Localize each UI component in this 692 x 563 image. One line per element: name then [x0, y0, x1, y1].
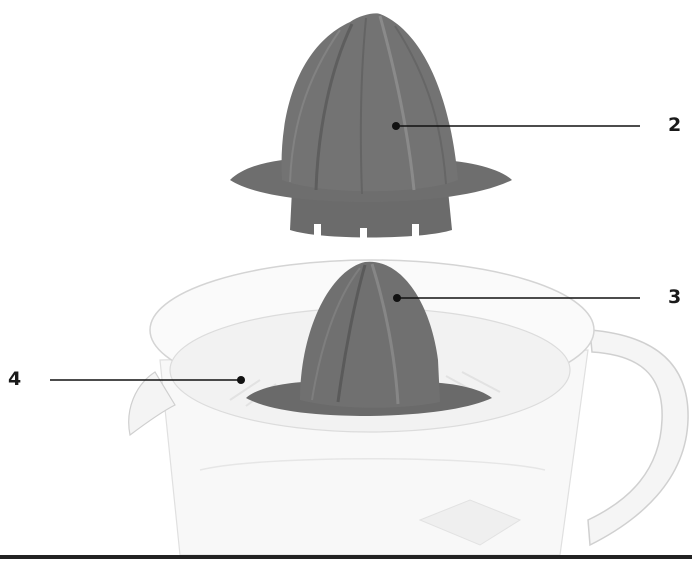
jug-handle — [588, 330, 688, 545]
callout-label-3: 3 — [668, 286, 681, 308]
callout-label-4: 4 — [8, 368, 21, 390]
leader-dot-4 — [237, 376, 245, 384]
bottom-bar — [0, 555, 692, 559]
callout-label-2: 2 — [668, 114, 681, 136]
leader-dot-2 — [392, 122, 400, 130]
upper-cone — [230, 13, 512, 242]
leader-dot-3 — [393, 294, 401, 302]
